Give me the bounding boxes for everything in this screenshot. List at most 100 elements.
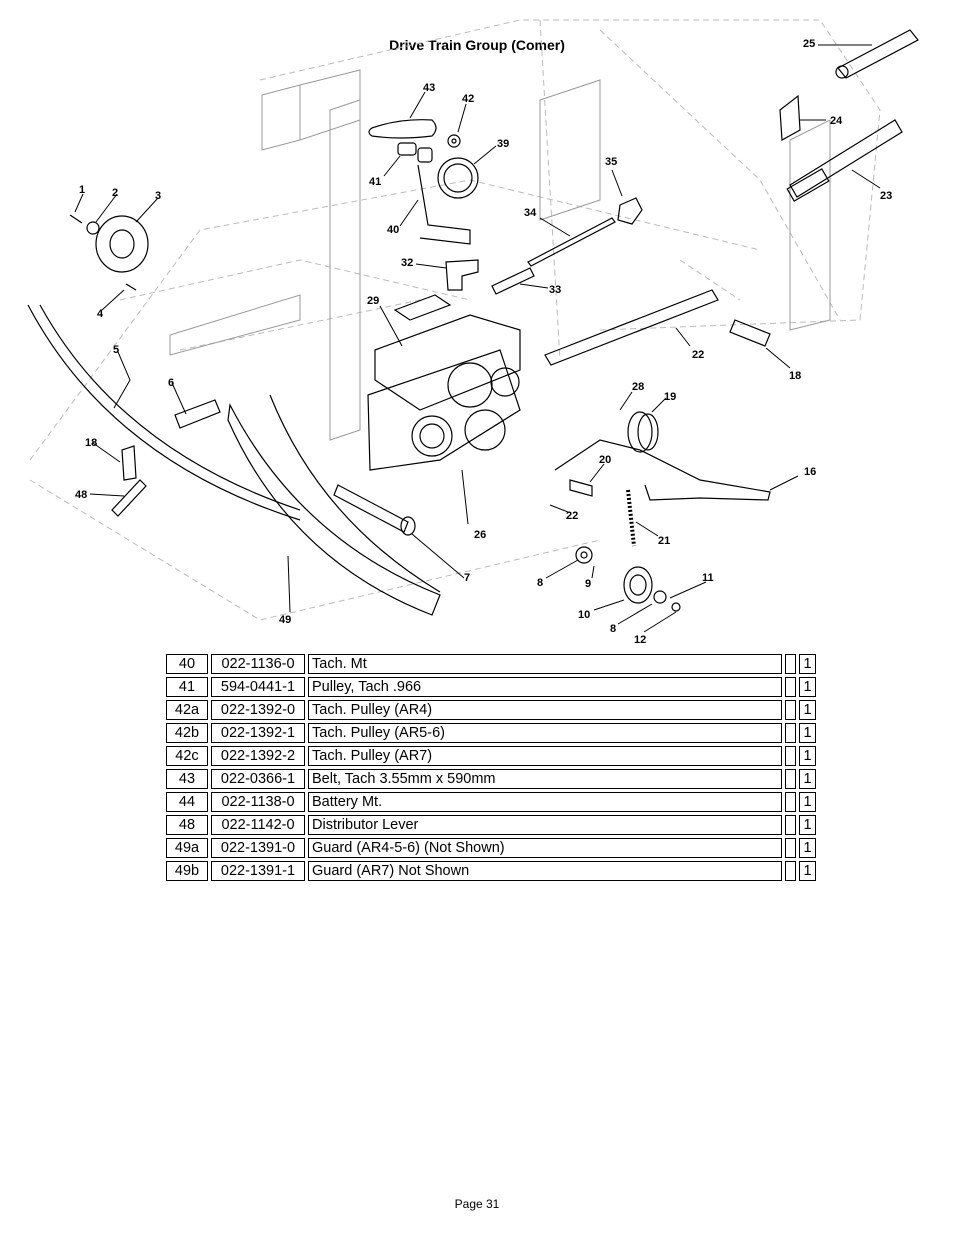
callout-label: 16 [804,466,816,478]
part-number: 022-1392-1 [211,723,305,743]
callout-label: 4 [97,308,104,320]
part-ref: 40 [166,654,208,674]
callout-label: 34 [524,207,537,219]
part-quantity: 1 [799,769,816,789]
part-number: 022-1136-0 [211,654,305,674]
callout-label: 32 [401,257,413,269]
part-quantity: 1 [799,838,816,858]
callout-label: 6 [168,377,174,389]
part-description: Distributor Lever [308,815,782,835]
callout-label: 9 [585,578,591,590]
callout-label: 21 [658,535,670,547]
callout-label: 18 [789,370,801,382]
blank-cell [785,815,796,835]
part-description: Guard (AR4-5-6) (Not Shown) [308,838,782,858]
exploded-parts-diagram: 25 24 23 43 42 39 41 40 35 34 32 33 29 2… [27,19,919,646]
part-description: Guard (AR7) Not Shown [308,861,782,881]
part-description: Tach. Pulley (AR4) [308,700,782,720]
part-description: Tach. Pulley (AR5-6) [308,723,782,743]
part-number: 022-0366-1 [211,769,305,789]
part-quantity: 1 [799,746,816,766]
part-number: 022-1142-0 [211,815,305,835]
callout-label: 48 [75,489,87,501]
callout-label: 8 [537,577,543,589]
callout-label: 2 [112,187,118,199]
part-description: Tach. Pulley (AR7) [308,746,782,766]
callout-label: 12 [634,634,646,646]
part-ref: 42a [166,700,208,720]
part-ref: 42b [166,723,208,743]
callout-label: 1 [79,184,85,196]
callouts: 25 24 23 43 42 39 41 40 35 34 32 33 29 2… [75,38,892,646]
part-ref: 48 [166,815,208,835]
callout-label: 49 [279,614,291,626]
blank-cell [785,700,796,720]
page-title: Drive Train Group (Comer) [389,37,565,53]
callout-label: 22 [566,510,578,522]
blank-cell [785,677,796,697]
callout-label: 7 [464,572,470,584]
callout-label: 39 [497,138,509,150]
callout-label: 24 [830,115,843,127]
callout-label: 19 [664,391,676,403]
part-description: Pulley, Tach .966 [308,677,782,697]
callout-label: 26 [474,529,486,541]
callout-label: 10 [578,609,590,621]
part-quantity: 1 [799,677,816,697]
part-ref: 49b [166,861,208,881]
callout-label: 20 [599,454,611,466]
blank-cell [785,654,796,674]
callout-label: 41 [369,176,381,188]
part-number: 022-1392-2 [211,746,305,766]
blank-cell [785,723,796,743]
leader-lines [74,44,881,633]
callout-label: 18 [85,437,97,449]
part-ref: 49a [166,838,208,858]
part-drawings [27,29,919,616]
callout-label: 33 [549,284,561,296]
part-ref: 44 [166,792,208,812]
part-number: 022-1392-0 [211,700,305,720]
part-quantity: 1 [799,792,816,812]
part-number: 022-1391-0 [211,838,305,858]
callout-label: 23 [880,190,892,202]
part-number: 594-0441-1 [211,677,305,697]
part-ref: 42c [166,746,208,766]
callout-label: 25 [803,38,815,50]
callout-label: 42 [462,93,474,105]
part-description: Belt, Tach 3.55mm x 590mm [308,769,782,789]
part-ref: 41 [166,677,208,697]
callout-label: 28 [632,381,644,393]
callout-label: 35 [605,156,617,168]
part-quantity: 1 [799,815,816,835]
callout-label: 8 [610,623,616,635]
part-description: Battery Mt. [308,792,782,812]
part-quantity: 1 [799,700,816,720]
callout-label: 11 [702,572,714,584]
callout-label: 5 [113,344,119,356]
part-quantity: 1 [799,654,816,674]
callout-label: 3 [155,190,161,202]
blank-cell [785,861,796,881]
callout-label: 22 [692,349,704,361]
blank-cell [785,792,796,812]
blank-cell [785,746,796,766]
part-description: Tach. Mt [308,654,782,674]
part-quantity: 1 [799,723,816,743]
callout-label: 40 [387,224,399,236]
part-quantity: 1 [799,861,816,881]
page-number: Page 31 [454,1197,500,1211]
callout-label: 29 [367,295,379,307]
part-ref: 43 [166,769,208,789]
